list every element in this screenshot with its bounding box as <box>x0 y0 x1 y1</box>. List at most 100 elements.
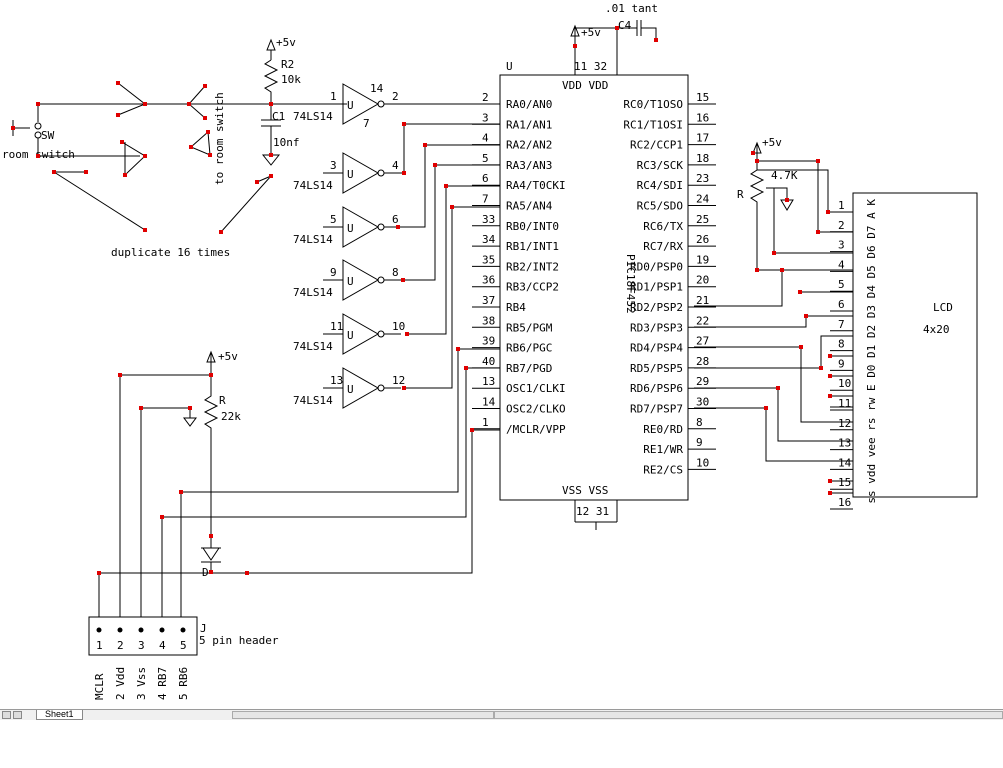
prev-sheet-nav-button[interactable] <box>13 711 22 719</box>
ic-pin-name: RB0/INT0 <box>506 220 559 233</box>
r2-value: 10k <box>281 73 301 86</box>
icsp-supply-label: +5v <box>218 350 238 363</box>
pot-label: R <box>737 188 744 201</box>
ic-pin-number: 29 <box>696 375 709 388</box>
ic-pin-name: RB7/PGD <box>506 362 552 375</box>
lcd-pin-number: 13 <box>838 437 851 450</box>
sheet-tab[interactable]: Sheet1 <box>36 710 83 720</box>
inverter-out-pin: 10 <box>392 320 405 333</box>
ic-pin-number: 36 <box>482 274 495 287</box>
inverter-ref: U <box>347 168 354 181</box>
pic-microcontroller: U VDD VDD VSS VSS PIC18F452 2RA0/AN03RA1… <box>472 27 716 530</box>
ic-pin-name: RD3/PSP3 <box>630 321 683 334</box>
lcd-pin-number: 4 <box>838 258 845 271</box>
header-pin-dot <box>159 627 165 633</box>
header-pin-name: 5 RB6 <box>177 667 190 700</box>
junction-dot <box>36 102 40 106</box>
c1-value: 10nf <box>273 136 300 149</box>
junction-dot <box>470 428 474 432</box>
vss-pin-numbers: 12 31 <box>576 505 609 518</box>
inverter-out-pin: 6 <box>392 213 399 226</box>
header-pin-name: MCLR <box>93 673 106 700</box>
first-sheet-nav-button[interactable] <box>2 711 11 719</box>
lcd-pin-number: 8 <box>838 338 845 351</box>
junction-dot <box>785 198 789 202</box>
junction-dot <box>433 163 437 167</box>
inverter-in-pin: 5 <box>330 213 337 226</box>
ic-pin-number: 24 <box>696 193 710 206</box>
ic-pin-number: 9 <box>696 436 703 449</box>
inverter-out-pin: 8 <box>392 266 399 279</box>
ic-pin-name: /MCLR/VPP <box>506 423 566 436</box>
duplicate-note: duplicate 16 times <box>111 246 230 259</box>
header-pin-dot <box>138 627 144 633</box>
sheet-tab-bar: Sheet1 <box>0 709 1003 720</box>
junction-dot <box>203 116 207 120</box>
horizontal-scrollbar-track[interactable] <box>494 711 1003 719</box>
junction-dot <box>816 159 820 163</box>
ic-pin-number: 30 <box>696 396 709 409</box>
header-pin-number: 1 <box>96 639 103 652</box>
junction-dot <box>764 406 768 410</box>
junction-dot <box>396 225 400 229</box>
ic-pin-number: 2 <box>482 91 489 104</box>
ic-pin-name: RB2/INT2 <box>506 260 559 273</box>
lcd-pin-number: 9 <box>838 357 845 370</box>
inverter-out-pin: 12 <box>392 374 405 387</box>
junction-dot <box>269 174 273 178</box>
ic-pin-number: 25 <box>696 213 709 226</box>
ic-pin-number: 18 <box>696 152 709 165</box>
ic-pin-name: RA0/AN0 <box>506 98 552 111</box>
junction-dot <box>799 345 803 349</box>
junction-dot <box>219 230 223 234</box>
ic-pin-number: 10 <box>696 456 709 469</box>
ic-pin-number: 27 <box>696 335 709 348</box>
junction-dot <box>143 228 147 232</box>
ic-pin-number: 23 <box>696 172 709 185</box>
to-room-switch-label: to room switch <box>213 92 226 185</box>
pot-supply-label: +5v <box>762 136 782 149</box>
ic-pin-number: 37 <box>482 294 495 307</box>
c1-label: C1 <box>272 110 285 123</box>
ic-pin-number: 17 <box>696 132 709 145</box>
junction-dot <box>772 251 776 255</box>
lcd-module: LCD 4x20 ss vdd vee rs rw E D0 D1 D2 D3 … <box>830 192 978 510</box>
junction-dot <box>188 406 192 410</box>
ic-pin-name: RC1/T1OSI <box>623 118 683 131</box>
lcd-pin-number: 1 <box>838 199 845 212</box>
ic-pin-name: RA4/T0CKI <box>506 179 566 192</box>
inverter-in-pin: 13 <box>330 374 343 387</box>
cap-c4-value: .01 tant <box>605 2 658 15</box>
junction-dot <box>209 570 213 574</box>
lcd-pin-number: 12 <box>838 417 851 430</box>
junction-dot <box>206 130 210 134</box>
ic-pin-number: 5 <box>482 152 489 165</box>
ic-pin-name: RC7/RX <box>643 240 683 253</box>
ic-vss-label: VSS VSS <box>562 484 608 497</box>
ic-pin-name: OSC1/CLKI <box>506 382 566 395</box>
inverter-ref: U <box>347 99 354 112</box>
r-mclr-value: 22k <box>221 410 241 423</box>
horizontal-scrollbar[interactable] <box>232 711 494 719</box>
junction-dot <box>816 230 820 234</box>
header-pin-name: 2 Vdd <box>114 667 127 700</box>
header-pin-number: 3 <box>138 639 145 652</box>
junction-dot <box>143 102 147 106</box>
header-label: 5 pin header <box>199 634 279 647</box>
ic-pin-number: 35 <box>482 253 495 266</box>
lcd-title: LCD <box>933 301 953 314</box>
ic-pin-name: RD2/PSP2 <box>630 301 683 314</box>
lcd-pin-number: 14 <box>838 456 852 469</box>
ic-pin-name: OSC2/CLKO <box>506 403 566 416</box>
header-pin-name: 3 Vss <box>135 667 148 700</box>
junction-dot <box>401 278 405 282</box>
ic-pin-name: RC2/CCP1 <box>630 139 683 152</box>
junction-dot <box>209 534 213 538</box>
ic-pin-name: RD0/PSP0 <box>630 260 683 273</box>
inverter-out-pin: 4 <box>392 159 399 172</box>
